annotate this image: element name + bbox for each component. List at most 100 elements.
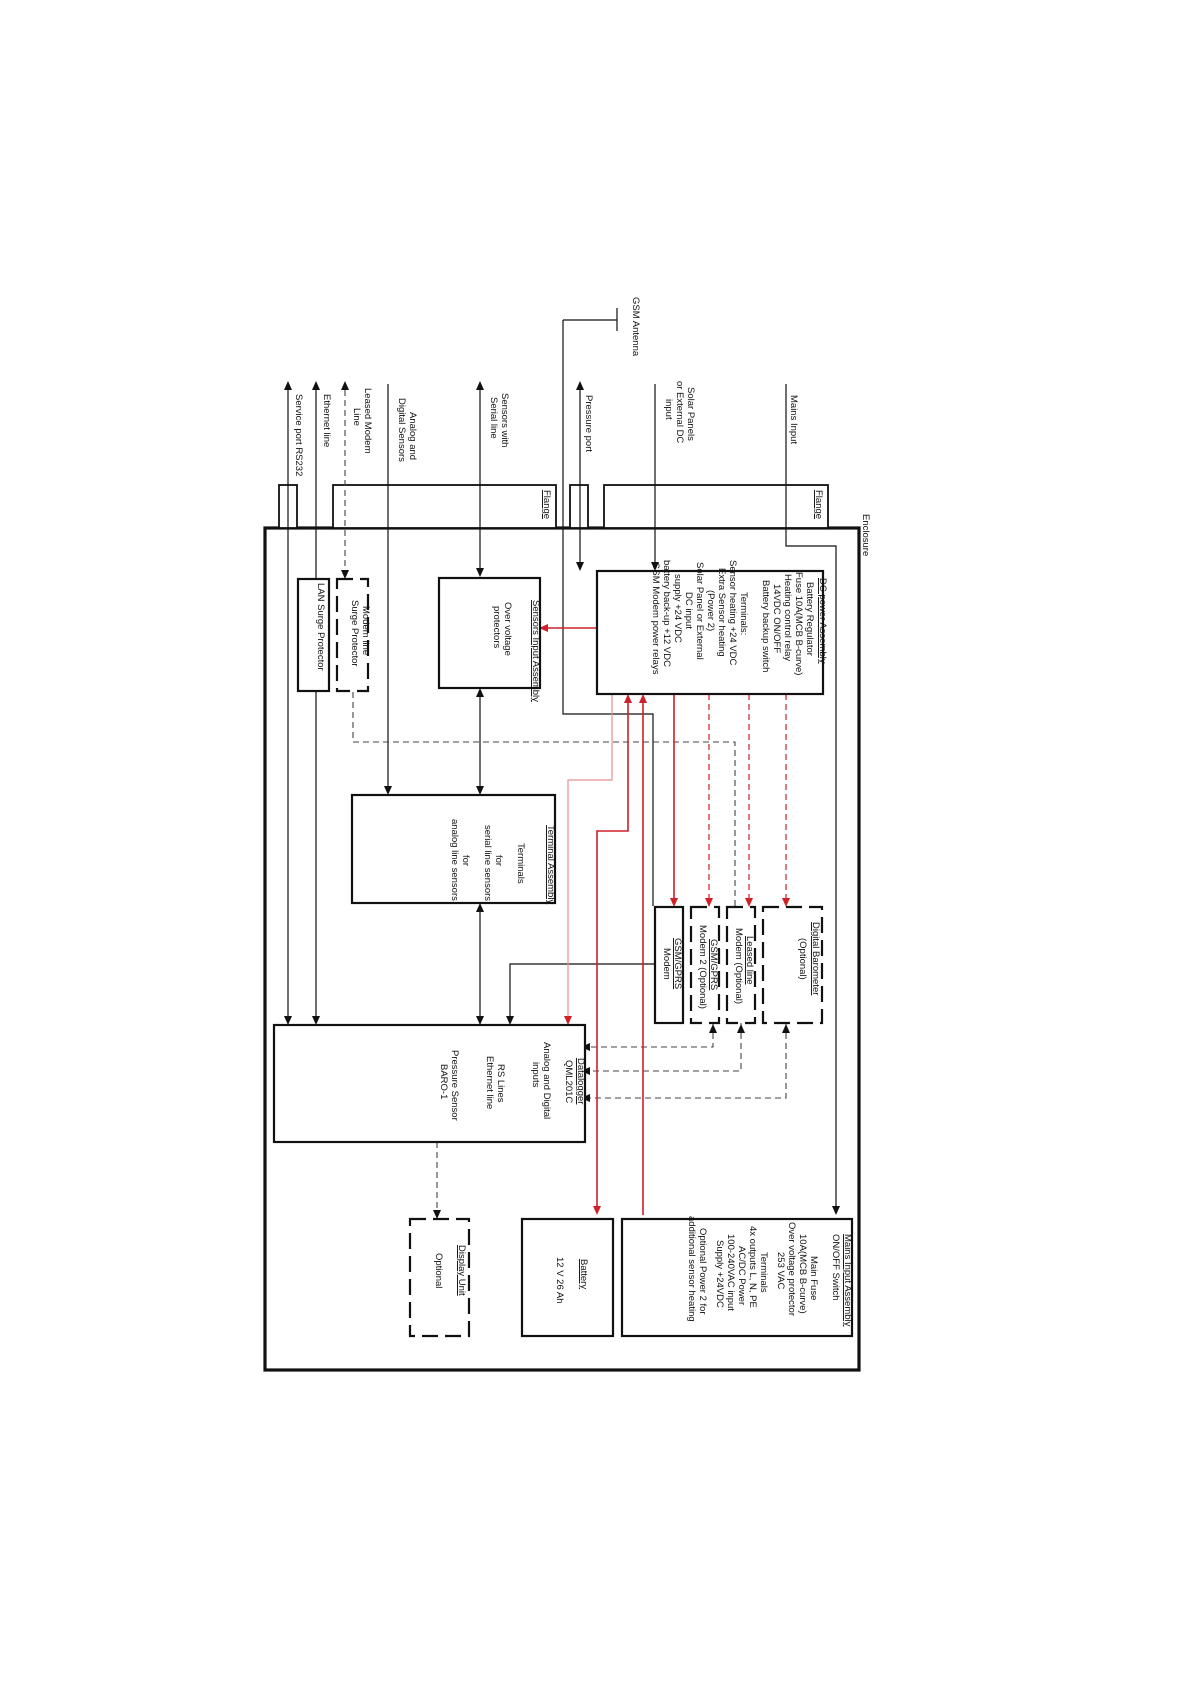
datalogger-line: QML201C (563, 1060, 574, 1103)
pressure-port-label: Pressure port (583, 395, 594, 452)
leased-modem-line: Line (351, 408, 362, 426)
dc-power-line: battery back-up +12 VDC (661, 560, 672, 667)
arrow-mains-dc (639, 694, 647, 703)
solar-label: Solar Panels or External DC input (663, 381, 696, 443)
datalogger-line: Pressure Sensor (449, 1050, 460, 1121)
mains-input-line: 100-240VAC input (725, 1234, 736, 1311)
mains-input-line: additional sensor heating (686, 1216, 697, 1322)
flange-right-label: Flange (813, 490, 824, 519)
arrow-dc-sensors (539, 624, 548, 632)
arrow-service-down (284, 1016, 292, 1025)
mains-input-line: Terminals (758, 1252, 769, 1293)
leased-line-line: Modem (Optional) (733, 928, 744, 1004)
mains-input-line: AC/DC Power (736, 1246, 747, 1305)
wire-dc-battery (596, 703, 629, 1206)
dc-power-line: Terminals: (738, 592, 749, 635)
datalogger-line: RS Lines (495, 1064, 506, 1103)
dc-power-line: (Power 2) (705, 590, 716, 631)
arrow-disp-down (433, 1210, 441, 1219)
arrow-dc-leased (745, 898, 753, 907)
dc-power-line: Fuse 10A(MCB B-curve) (793, 572, 804, 675)
gsm1-text: GSM/GPRS Modem (661, 938, 683, 989)
arrow-pressure-up (576, 381, 584, 390)
arrow-td-down (476, 1016, 484, 1025)
battery-title: Battery (578, 1259, 589, 1289)
display-text: Display Unit Optional (433, 1245, 467, 1296)
arrow-mains (832, 1206, 840, 1215)
terminal-title: Terminal Assembly (545, 825, 556, 904)
gland-pressure-port (569, 484, 589, 529)
dc-power-line: Battery backup switch (760, 580, 771, 672)
dc-power-title: DC power Assembly (817, 578, 828, 664)
mains-input-text: Mains Input Assembly ON/OFF Switch Main … (686, 1216, 853, 1327)
gsm2-title: GSM/GPRS (708, 939, 719, 990)
wire-antenna-gsm (562, 320, 654, 906)
arrow-dc-battery-down (593, 1206, 601, 1215)
gsm-gprs-modem-2 (689, 905, 721, 1025)
flange-left-label: Flange (541, 490, 552, 519)
wire-baro-datalogger (590, 1023, 787, 1099)
arrow-dc-gsm (670, 898, 678, 907)
display-line: Optional (433, 1253, 444, 1288)
arrow-solar (651, 562, 659, 571)
modem-line-surge-protector (335, 577, 370, 693)
dc-power-line: DC input (683, 592, 694, 629)
arrow-st-down (476, 786, 484, 795)
wire-mains (785, 384, 837, 1206)
arrow-serial-up (476, 381, 484, 390)
lan-surge-label: LAN Surge Protector (315, 583, 326, 671)
serial-sensors-line: Serial line (488, 397, 499, 439)
leased-line-title: Leased line (744, 936, 755, 985)
digital-barometer-text: Digital Barometer (Optional) (797, 922, 821, 995)
mains-input-ext-label: Mains Input (788, 395, 799, 444)
dc-power-assembly (595, 569, 825, 696)
wire-dc-datalogger (567, 694, 613, 1016)
modem-surge-line: Modem line (360, 606, 371, 655)
wire-leased-surge (352, 691, 736, 906)
dc-power-line: Sensor heating +24 VDC (727, 560, 738, 665)
modem-line-surge-text: Modem line Surge Protector (349, 600, 371, 667)
arrow-serial-down (476, 568, 484, 577)
arrow-ethernet-up (312, 381, 320, 390)
datalogger-line: Ethernet line (484, 1056, 495, 1109)
datalogger-text: Datalogger QML201C Analog and Digital in… (438, 1042, 586, 1121)
solar-label-line: or External DC (674, 381, 685, 443)
digital-barometer-title: Digital Barometer (810, 922, 821, 995)
modem-surge-line: Surge Protector (349, 600, 360, 667)
datalogger-line: Analog and Digital (541, 1042, 552, 1119)
arrow-db-up (782, 1024, 790, 1033)
analog-sensors-line: Analog and (407, 412, 418, 460)
datalogger-line: BARO-1 (438, 1064, 449, 1099)
dc-power-line: Battery Regulator (804, 582, 815, 656)
leased-line-modem (725, 905, 757, 1025)
enclosure-label: Enclosure (860, 514, 871, 556)
service-port-label: Service port RS232 (293, 394, 304, 476)
sensors-input-title: Sensors Input Assembly (530, 600, 541, 702)
gsm-gprs-modem (653, 905, 685, 1025)
battery-line: 12 V 26 Ah (554, 1257, 565, 1303)
arrow-g2-up (709, 1024, 717, 1033)
lan-surge-protector (296, 577, 331, 693)
dc-power-line: GSM Modem power relays (650, 562, 661, 675)
solar-label-line: input (663, 399, 674, 420)
gsm1-line: Modem (661, 948, 672, 980)
arrow-ll-up (737, 1024, 745, 1033)
battery (520, 1217, 615, 1338)
leased-modem-label: Leased Modem Line (351, 388, 373, 454)
analog-sensors-label: Analog and Digital Sensors (396, 398, 418, 462)
mains-input-line: Optional Power 2 for (697, 1228, 708, 1315)
mains-input-line: 253 VAC (775, 1252, 786, 1289)
terminal-line: analog line sensors (449, 819, 460, 901)
gsm2-text: GSM/GPRS Modem 2 (Optional) (697, 925, 719, 1009)
analog-sensors-line: Digital Sensors (396, 398, 407, 462)
gsm-antenna-label: GSM Antenna (630, 297, 641, 357)
flange-left (332, 484, 557, 529)
terminal-line: for (493, 855, 504, 866)
datalogger (272, 1023, 587, 1144)
battery-text: Battery 12 V 26 Ah (554, 1257, 589, 1303)
serial-sensors-line: Sensors with (499, 393, 510, 447)
sensors-input-text: Sensors Input Assembly Over voltage prot… (491, 600, 541, 702)
serial-sensors-label: Sensors with Serial line (488, 393, 510, 447)
leased-line-text: Leased line Modem (Optional) (733, 928, 755, 1004)
